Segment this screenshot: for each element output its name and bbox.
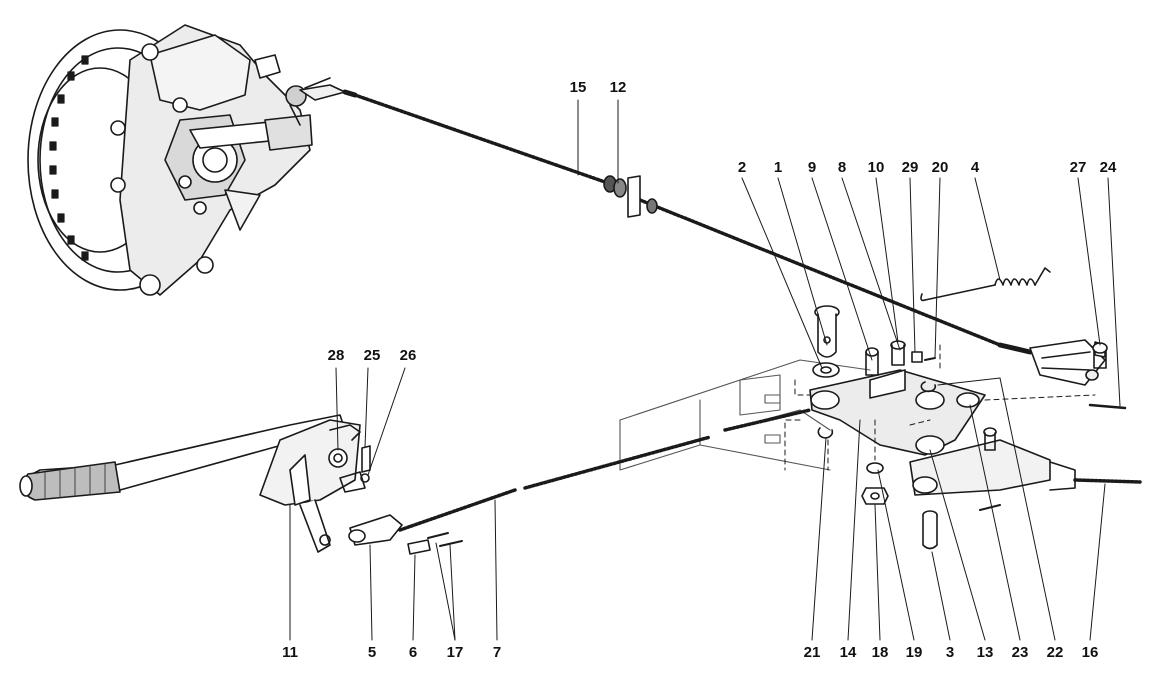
assembly-guide-lines <box>784 344 1096 471</box>
callout-2: 2 <box>737 159 747 176</box>
callout-18: 18 <box>871 644 889 661</box>
callout-29: 29 <box>901 159 919 176</box>
callout-22: 22 <box>1046 644 1064 661</box>
washer-19 <box>866 462 884 474</box>
callout-20: 20 <box>931 159 949 176</box>
callout-3: 3 <box>945 644 955 661</box>
callout-23: 23 <box>1011 644 1029 661</box>
callout-16: 16 <box>1081 644 1099 661</box>
callout-24: 24 <box>1099 159 1117 176</box>
callout-8: 8 <box>837 159 847 176</box>
pin-3 <box>922 510 938 550</box>
callout-10: 10 <box>867 159 885 176</box>
callout-25: 25 <box>363 347 381 364</box>
leader-lines <box>289 99 1121 641</box>
callout-9: 9 <box>807 159 817 176</box>
washer-2 <box>812 362 840 378</box>
return-spring <box>920 267 1051 302</box>
callout-4: 4 <box>970 159 980 176</box>
callout-21: 21 <box>803 644 821 661</box>
bolt-9 <box>865 347 879 376</box>
bolt-13 <box>983 427 997 451</box>
lever-linkage <box>809 369 1142 511</box>
nut-18 <box>861 487 889 505</box>
callout-11: 11 <box>282 644 298 661</box>
callout-12: 12 <box>609 79 627 96</box>
callout-1: 1 <box>773 159 783 176</box>
lower-cable <box>398 408 812 532</box>
ring-22 <box>920 381 937 393</box>
callout-19: 19 <box>905 644 923 661</box>
handbrake-lever <box>19 414 371 553</box>
callout-17: 17 <box>446 644 464 661</box>
pin-6 <box>407 539 431 555</box>
callout-5: 5 <box>367 644 377 661</box>
ring-21 <box>817 427 834 439</box>
callout-28: 28 <box>327 347 345 364</box>
callout-26: 26 <box>399 347 417 364</box>
callout-6: 6 <box>408 644 418 661</box>
callout-27: 27 <box>1069 159 1087 176</box>
brake-disc-assembly <box>27 24 346 296</box>
callout-14: 14 <box>839 644 857 661</box>
cable-adjuster <box>603 175 658 218</box>
callout-7: 7 <box>492 644 502 661</box>
upper-cable <box>342 89 1002 347</box>
callout-13: 13 <box>976 644 994 661</box>
callout-15: 15 <box>569 79 587 96</box>
clip-29-20 <box>911 351 936 363</box>
cable-clevis-lower <box>348 514 403 546</box>
pin-1 <box>814 305 840 358</box>
split-pins-17 <box>427 532 463 547</box>
